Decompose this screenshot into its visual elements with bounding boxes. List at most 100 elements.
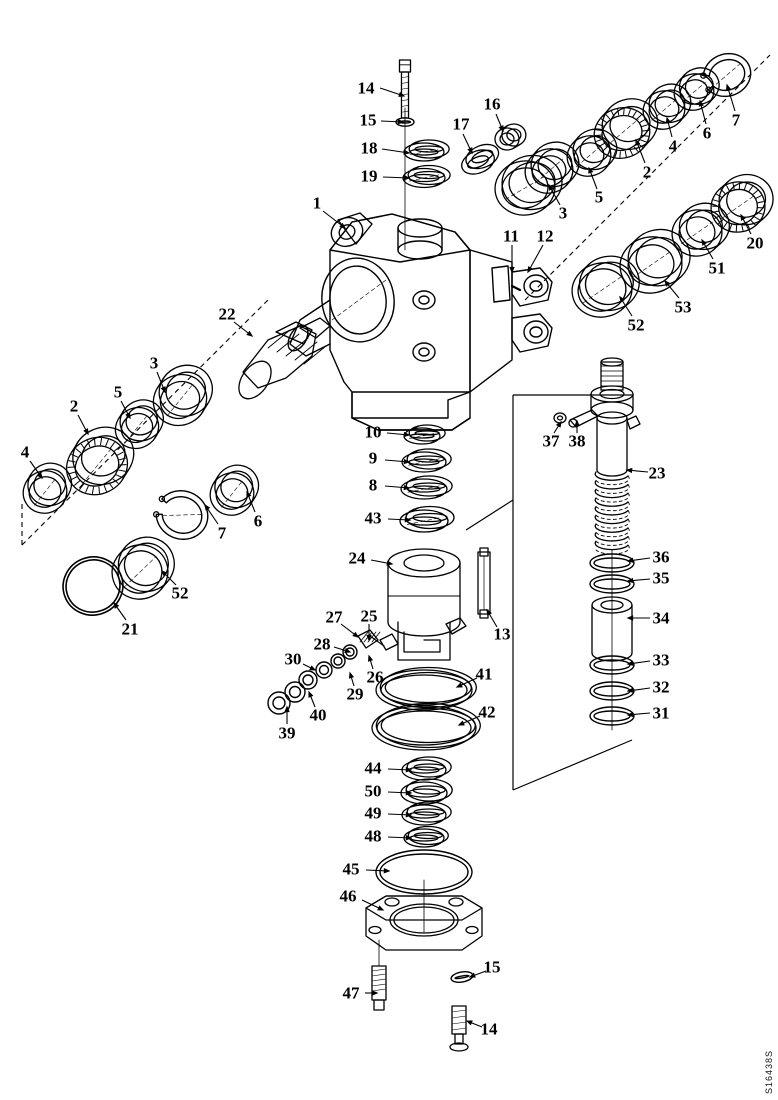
part-43 bbox=[399, 505, 455, 533]
callout-label-24: 24 bbox=[348, 548, 366, 568]
leader-arrow-20 bbox=[740, 213, 746, 221]
callout-label-37: 37 bbox=[542, 431, 560, 451]
region-divider-lines bbox=[21, 54, 771, 791]
callout-label-6: 6 bbox=[253, 511, 263, 531]
callout-label-6: 6 bbox=[702, 123, 712, 143]
leader-arrow-8 bbox=[403, 484, 411, 491]
pin-13 bbox=[477, 547, 491, 619]
right-panel-diagonal bbox=[512, 739, 633, 791]
part-44 bbox=[401, 756, 452, 781]
leader-arrow-14 bbox=[465, 1020, 473, 1026]
callout-label-23: 23 bbox=[648, 463, 666, 483]
o-ring-35 bbox=[589, 574, 635, 594]
part-10 bbox=[403, 424, 446, 445]
callout-label-32: 32 bbox=[652, 677, 670, 697]
ring-53 bbox=[619, 228, 691, 294]
callout-label-49: 49 bbox=[364, 803, 382, 823]
part-39 bbox=[267, 691, 291, 715]
o-ring-42 bbox=[371, 702, 481, 751]
leader-arrow-43 bbox=[404, 517, 412, 523]
callout-label-35: 35 bbox=[652, 568, 670, 588]
leader-arrow-24 bbox=[386, 560, 394, 566]
leader-arrow-52 bbox=[160, 569, 168, 577]
callout-label-4: 4 bbox=[20, 442, 30, 462]
callout-label-2: 2 bbox=[69, 396, 79, 416]
callout-label-47: 47 bbox=[342, 983, 360, 1003]
parts-37-38 bbox=[553, 409, 599, 428]
ring-5 bbox=[566, 128, 618, 177]
callout-label-5: 5 bbox=[594, 187, 604, 207]
leader-arrow-41 bbox=[455, 682, 463, 688]
leader-arrow-3 bbox=[160, 386, 166, 394]
callout-label-5: 5 bbox=[113, 382, 123, 402]
callout-label-50: 50 bbox=[364, 781, 382, 801]
stud-14-bottom bbox=[449, 1005, 469, 1052]
seal-19 bbox=[402, 164, 451, 189]
seal-18 bbox=[403, 139, 450, 162]
part-48 bbox=[403, 825, 449, 848]
callout-label-26: 26 bbox=[366, 667, 384, 687]
callout-label-19: 19 bbox=[360, 166, 378, 186]
leader-arrow-9 bbox=[403, 458, 411, 465]
callout-label-21: 21 bbox=[121, 619, 139, 639]
leader-arrow-42 bbox=[457, 720, 465, 726]
callout-label-7: 7 bbox=[731, 110, 741, 130]
callout-label-28: 28 bbox=[313, 634, 331, 654]
leader-arrow-34 bbox=[626, 615, 634, 621]
part-29 bbox=[315, 661, 333, 679]
cover-plate-46 bbox=[365, 879, 483, 951]
leader-arrow-13 bbox=[486, 608, 492, 616]
callout-label-53: 53 bbox=[674, 297, 692, 317]
leader-arrow-19 bbox=[403, 175, 411, 181]
leader-arrow-6 bbox=[246, 490, 252, 498]
callout-label-39: 39 bbox=[278, 723, 296, 743]
o-ring-41 bbox=[375, 666, 477, 711]
callout-label-4: 4 bbox=[668, 136, 678, 156]
ring-4 bbox=[642, 83, 692, 130]
leader-arrow-5 bbox=[125, 412, 131, 420]
callout-label-25: 25 bbox=[360, 606, 378, 626]
callout-label-33: 33 bbox=[652, 650, 670, 670]
leader-arrow-51 bbox=[701, 238, 707, 246]
leader-arrow-18 bbox=[403, 149, 411, 155]
leader-arrow-31 bbox=[626, 711, 634, 718]
leader-arrow-53 bbox=[664, 279, 671, 287]
leader-arrow-33 bbox=[626, 660, 634, 666]
callout-leader-lines bbox=[29, 83, 752, 1028]
leader-arrow-11 bbox=[509, 266, 515, 274]
part-30 bbox=[298, 670, 318, 690]
leader-arrow-48 bbox=[405, 835, 413, 841]
ring-21 bbox=[62, 556, 124, 616]
left-diagonal bbox=[21, 299, 269, 546]
leader-arrow-28 bbox=[344, 647, 352, 654]
leader-arrow-15 bbox=[468, 972, 476, 978]
leader-arrow-6 bbox=[698, 99, 704, 107]
sleeve-34 bbox=[591, 596, 633, 662]
leader-arrow-3 bbox=[548, 183, 554, 191]
spring-part bbox=[594, 471, 630, 555]
small-pin-assembly bbox=[357, 629, 399, 651]
control-valve-22 bbox=[238, 317, 331, 400]
ring-52 bbox=[571, 255, 640, 318]
callout-label-34: 34 bbox=[652, 608, 670, 628]
leader-arrow-2 bbox=[635, 138, 641, 146]
leader-arrow-44 bbox=[405, 767, 413, 773]
callout-label-2: 2 bbox=[642, 162, 652, 182]
leader-arrow-22 bbox=[246, 330, 254, 337]
leader-arrow-49 bbox=[405, 812, 413, 818]
callout-label-9: 9 bbox=[368, 448, 378, 468]
leader-arrow-27 bbox=[352, 631, 360, 638]
leader-arrow-30 bbox=[309, 665, 317, 671]
callout-label-3: 3 bbox=[149, 353, 159, 373]
leader-arrow-14 bbox=[398, 91, 406, 97]
seal-17 bbox=[461, 143, 500, 175]
leader-arrow-10 bbox=[403, 431, 411, 438]
leader-arrow-45 bbox=[383, 868, 391, 874]
ring-4-left bbox=[22, 462, 73, 514]
callout-label-14: 14 bbox=[357, 78, 375, 98]
callout-label-18: 18 bbox=[360, 138, 378, 158]
leader-arrow-46 bbox=[377, 905, 385, 911]
callout-label-30: 30 bbox=[284, 649, 302, 669]
